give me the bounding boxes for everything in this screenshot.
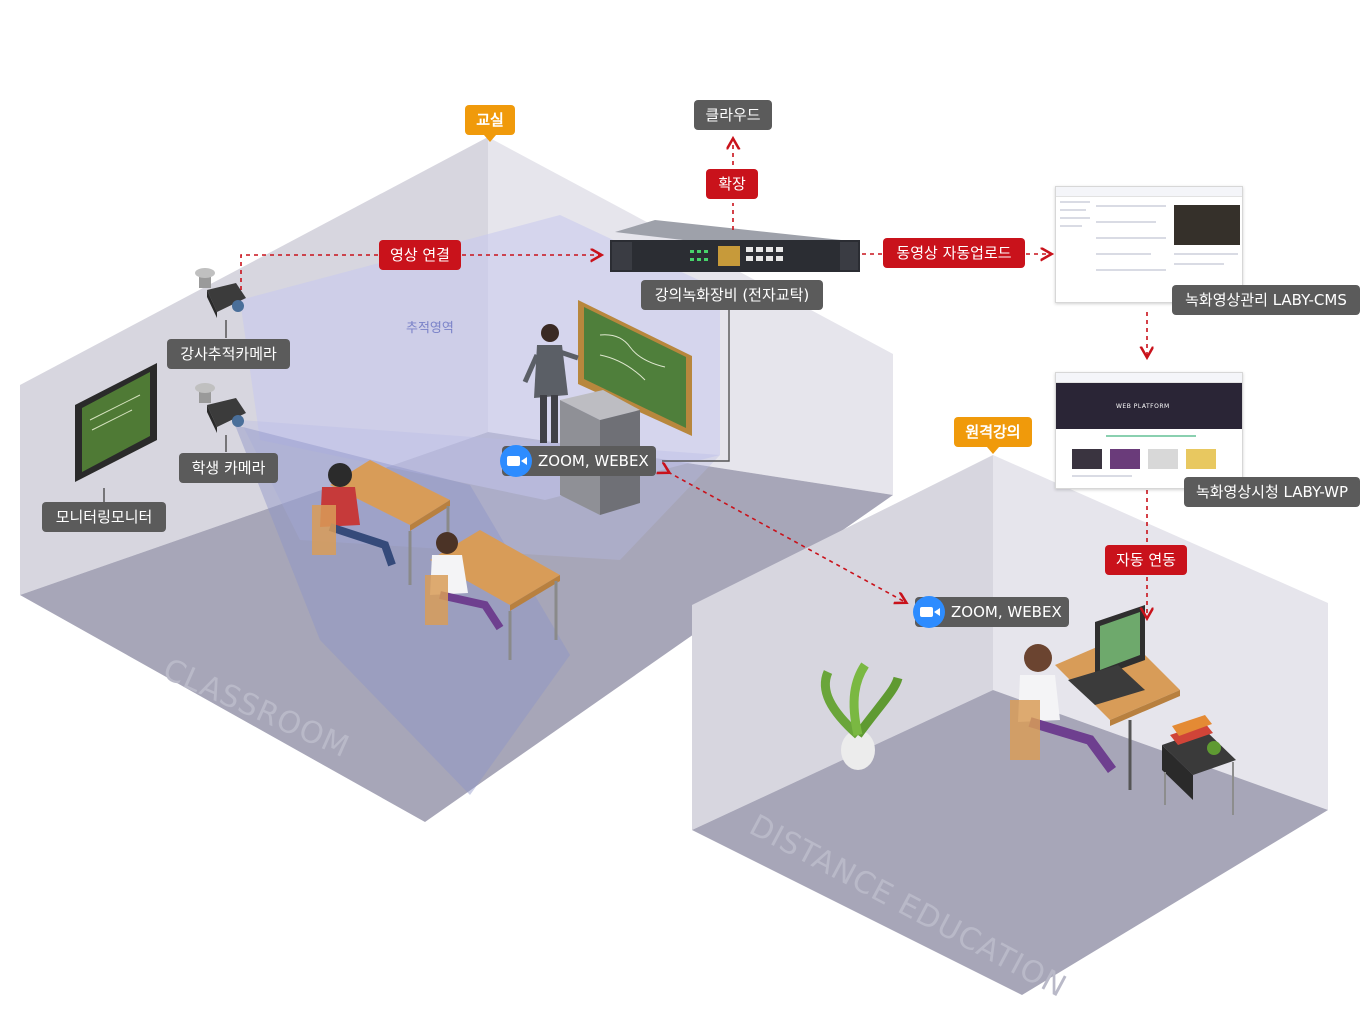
student-desk-2	[425, 530, 560, 660]
side-table-icon	[1162, 715, 1236, 815]
remote-tag: 원격강의	[954, 417, 1032, 454]
tracking-camera-label: 강사추적카메라	[167, 339, 290, 369]
expand-label: 확장	[706, 169, 758, 199]
tracking-area-label: 추적영역	[406, 321, 454, 336]
zoom-webex-classroom: ZOOM, WEBEX	[500, 445, 656, 477]
auto-upload-label: 동영상 자동업로드	[883, 238, 1025, 268]
student-camera-icon	[195, 383, 246, 452]
recorder-device-icon	[610, 220, 860, 272]
video-link-label: 영상 연결	[379, 240, 461, 270]
zoom-webex-classroom-text: ZOOM, WEBEX	[538, 452, 649, 470]
zoom-webex-remote-text: ZOOM, WEBEX	[951, 603, 1062, 621]
auto-link-label: 자동 연동	[1105, 545, 1187, 575]
plant-icon	[820, 662, 903, 770]
monitor-label: 모니터링모니터	[42, 502, 166, 532]
video-camera-icon	[913, 596, 945, 628]
remote-student-desk	[1010, 605, 1180, 790]
zoom-webex-remote: ZOOM, WEBEX	[913, 596, 1069, 628]
wp-screenshot: WEB PLATFORM	[1055, 372, 1243, 489]
wp-banner-text: WEB PLATFORM	[1116, 403, 1170, 410]
student-desk-1	[312, 460, 450, 585]
student-camera-label: 학생 카메라	[179, 453, 278, 483]
cloud-label: 클라우드	[694, 100, 772, 130]
cms-label: 녹화영상관리 LABY-CMS	[1172, 285, 1360, 315]
wp-label: 녹화영상시청 LABY-WP	[1184, 477, 1360, 507]
video-camera-icon	[500, 445, 532, 477]
cms-screenshot	[1055, 186, 1243, 303]
recorder-label: 강의녹화장비 (전자교탁)	[641, 280, 823, 310]
teacher-figure	[522, 324, 579, 443]
tracking-camera-icon	[195, 268, 246, 338]
blackboard-icon	[578, 300, 692, 436]
monitoring-monitor-icon	[75, 363, 157, 502]
recorder-zoom-connector	[662, 307, 730, 462]
classroom-tag: 교실	[465, 105, 515, 142]
connectors	[240, 140, 1147, 617]
